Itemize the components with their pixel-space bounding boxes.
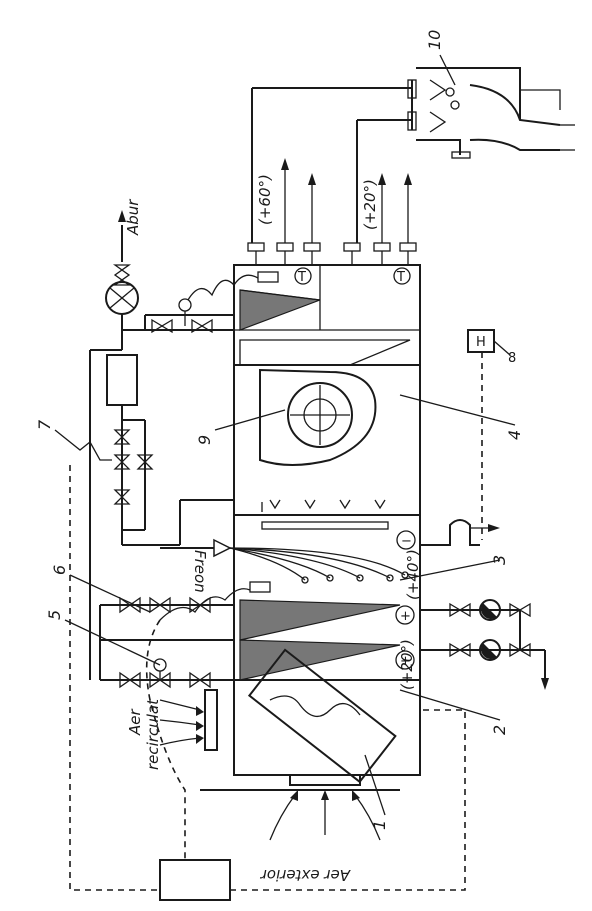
t-bottom-label: T [396,270,405,285]
fan-section [239,339,411,466]
humidifier-plate [261,499,389,530]
callout-5: 5 [45,610,64,620]
aer-exterior-label: Aer exterior [260,866,351,884]
pump-piping [420,519,549,690]
heat-exchanger [106,354,138,406]
aer-label: Aer [126,709,144,736]
callout-2: 2 [490,725,509,735]
svg-text:8: 8 [508,351,516,366]
plus-2-label: + [400,654,411,669]
callout-1: 1 [370,820,389,830]
callout-4: 4 [505,430,524,440]
temp-60-label: (+60°) [256,174,274,225]
heating-coil-top [239,289,321,331]
callout-9: 9 [195,435,214,445]
outside-air-inlet [200,774,400,841]
abur-label: Abur [124,199,142,236]
cooling-coils [239,599,401,681]
plus-1-label: + [400,609,411,624]
temp-20-top-label: (+20°) [361,179,379,230]
callouts: 1 2 3 4 5 6 7 9 10 [35,30,524,830]
recirculat-label: recirculat [144,698,162,770]
fan-wheel [287,382,353,448]
outlet-nozzles-top [247,158,417,265]
callout-3: 3 [490,555,509,565]
unit-10-mixing-box [407,67,575,159]
humidistat: H 8 [467,329,516,366]
air-filter [247,648,397,784]
controller-box [159,859,231,901]
callout-10: 10 [425,30,444,50]
temp-40-label: (+40°) [404,549,422,600]
thermostat-sensors [159,271,279,621]
control-lines [69,352,483,901]
freon-distributor [160,538,409,584]
minus-label: − [401,534,412,549]
unit-housing [233,264,421,776]
callout-6: 6 [50,565,69,575]
pump-1 [479,599,501,621]
h-box-label: H [476,335,486,350]
recirculated-air-inlet [159,689,218,751]
ducts-to-unit-10 [251,87,412,243]
valves [112,264,213,689]
pump-2 [479,639,501,661]
thermostats: T T − + + [294,267,416,670]
text-labels: Abur Freon Aer recirculat Aer exterior (… [124,174,422,884]
water-piping [89,210,234,681]
callout-7: 7 [35,419,54,430]
freon-label: Freon [191,550,209,593]
t-top-label: T [297,270,306,285]
temp-20-bottom-label: (+20°) [398,639,416,690]
